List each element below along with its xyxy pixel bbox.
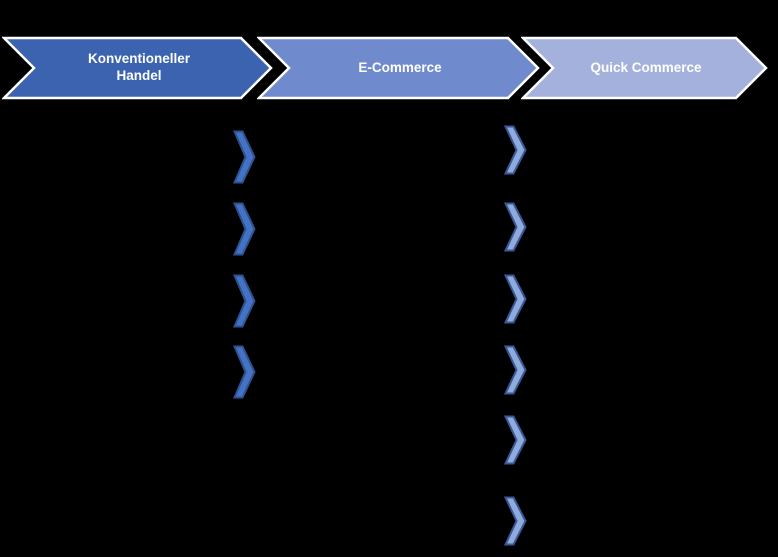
chevron-right-polygon	[504, 496, 527, 546]
chevron-right-polygon	[504, 274, 527, 324]
chevron-right-icon	[233, 202, 256, 256]
bullet-item	[233, 345, 256, 399]
chevron-right-icon	[233, 130, 256, 184]
bullet-item	[233, 202, 256, 256]
chevron-right-polygon	[504, 125, 527, 175]
chevron-banner-shape	[257, 36, 540, 100]
chevron-banner-shape	[521, 36, 768, 100]
chevron-right-polygon	[504, 415, 527, 465]
stage-label-text: Quick Commerce	[590, 59, 702, 75]
chevron-right-icon	[504, 345, 527, 395]
chevron-right-icon	[233, 274, 256, 328]
chevron-right-icon	[504, 274, 527, 324]
bullet-item	[504, 202, 527, 252]
bullet-item	[504, 415, 527, 465]
stage-label-quick-commerce: Quick Commerce	[521, 36, 769, 100]
chevron-banner-polygon	[257, 36, 540, 100]
bullet-item	[504, 496, 527, 546]
chevron-right-icon	[504, 496, 527, 546]
bullet-item	[504, 274, 527, 324]
chevron-banner-polygon	[2, 36, 273, 100]
stage-label-text: E-Commerce	[358, 59, 442, 75]
chevron-right-polygon	[504, 202, 527, 252]
chevron-right-icon	[233, 345, 256, 399]
bullet-item	[504, 345, 527, 395]
bullet-item	[504, 125, 527, 175]
chevron-right-polygon	[233, 130, 256, 184]
stage-banner-e-commerce: E-Commerce	[257, 36, 541, 100]
bullet-item	[233, 274, 256, 328]
chevron-banner-polygon	[521, 36, 768, 100]
bullet-item	[233, 130, 256, 184]
stage-banner-quick-commerce: Quick Commerce	[521, 36, 769, 100]
chevron-right-polygon	[233, 345, 256, 399]
chevron-right-polygon	[504, 345, 527, 395]
stage-banner-konventioneller-handel: Konventioneller Handel	[2, 36, 274, 100]
chevron-right-icon	[504, 415, 527, 465]
chevron-right-polygon	[233, 274, 256, 328]
chevron-right-polygon	[233, 202, 256, 256]
stage-label-konventioneller-handel: Konventioneller Handel	[2, 36, 274, 100]
stage-label-e-commerce: E-Commerce	[257, 36, 541, 100]
stage-label-text: Konventioneller Handel	[87, 51, 190, 83]
chevron-banner-shape	[2, 36, 273, 100]
chevron-right-icon	[504, 125, 527, 175]
chevron-right-icon	[504, 202, 527, 252]
